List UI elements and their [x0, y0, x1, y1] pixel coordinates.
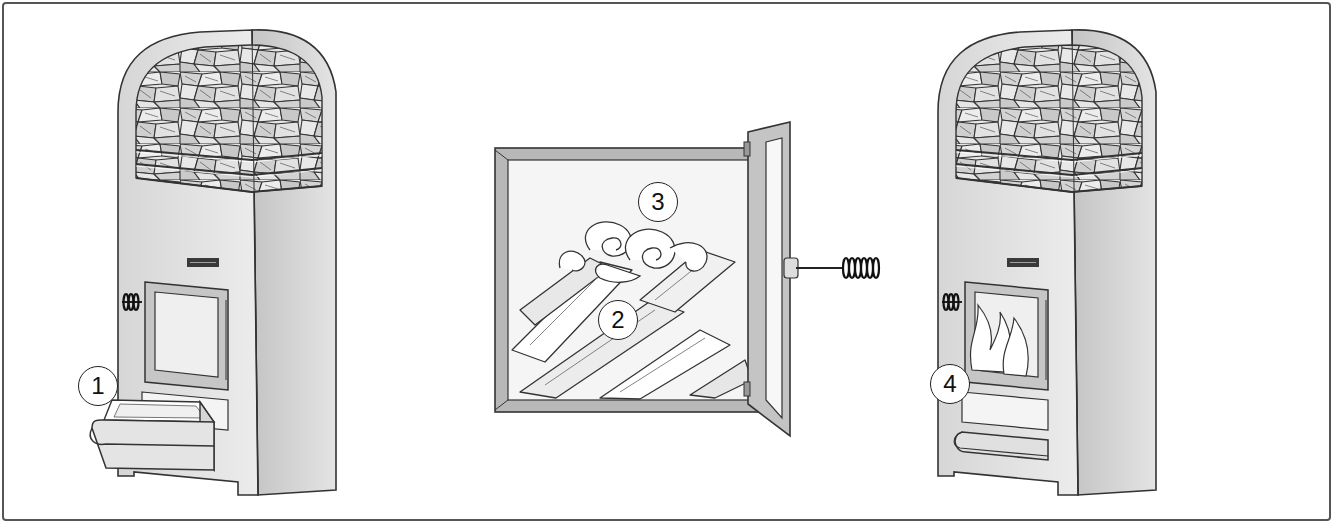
callout-number: 3	[651, 190, 664, 214]
firebox-view	[495, 122, 879, 436]
callout-circle: 1	[78, 366, 118, 406]
callout-number: 4	[943, 372, 956, 396]
callout-circle: 3	[638, 182, 678, 222]
stove-burning	[938, 30, 1156, 495]
callout-number: 2	[611, 308, 624, 332]
figure-frame	[3, 3, 1330, 520]
callout-circle: 2	[598, 300, 638, 340]
callout-circle: 4	[930, 364, 970, 404]
stove-drawer-open	[90, 30, 336, 495]
callout-number: 1	[91, 374, 104, 398]
